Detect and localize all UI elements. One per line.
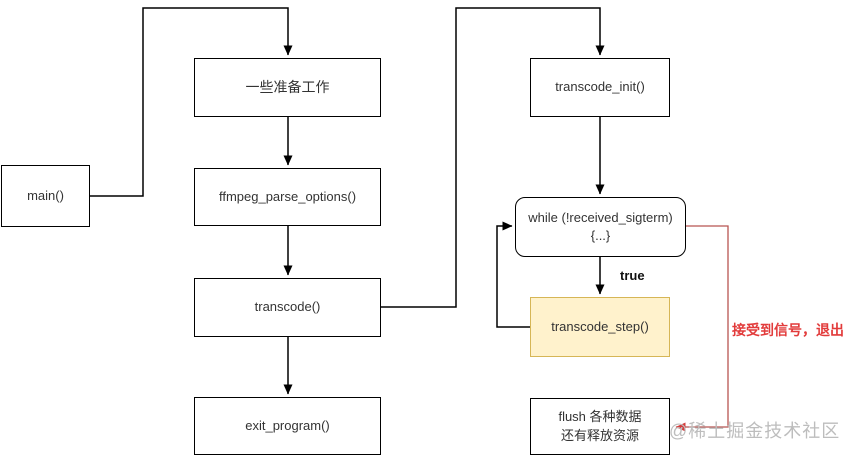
while-loop-body-text: {...}: [590, 228, 611, 243]
flush-text-line2: 还有释放资源: [560, 427, 639, 443]
while-loop-condition-text: while (!received_sigterm): [528, 209, 673, 225]
node-exit-program: exit_program(): [194, 397, 381, 455]
node-flush-release: flush 各种数据 还有释放资源: [530, 398, 670, 455]
connector-step-loopback-to-while: [496, 221, 530, 328]
watermark-juejin: @稀土掘金技术社区: [669, 421, 841, 441]
node-transcode-step: transcode_step(): [530, 297, 670, 357]
node-transcode-init: transcode_init(): [530, 58, 670, 117]
edge-label-signal-exit: 接受到信号，退出: [732, 322, 844, 338]
node-main: main(): [1, 165, 90, 227]
connector-transcode-to-init: [381, 7, 605, 308]
flush-text-line1: flush 各种数据: [558, 409, 642, 425]
node-transcode: transcode(): [194, 278, 381, 337]
edge-label-true: true: [620, 268, 645, 283]
node-ffmpeg-parse-options: ffmpeg_parse_options(): [194, 168, 381, 226]
connector-while-signal-to-flush: [675, 225, 729, 432]
node-while-loop: while (!received_sigterm) {...}: [515, 197, 686, 257]
connector-main-to-prep: [90, 7, 293, 197]
node-preparation: 一些准备工作: [194, 58, 381, 117]
